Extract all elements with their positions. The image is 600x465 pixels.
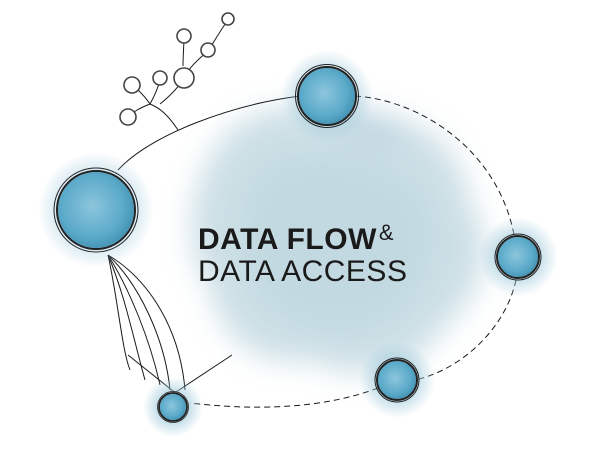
- fan-line-1: [107, 254, 186, 391]
- tree-circle-5: [200, 42, 216, 58]
- node-top: [295, 64, 359, 128]
- node-right: [494, 233, 542, 281]
- title-ampersand: &: [378, 220, 395, 245]
- title-line-1: DATA FLOW&: [198, 222, 438, 255]
- fan-line-2: [107, 254, 171, 391]
- tree-circle-7: [221, 12, 235, 26]
- node-left-large: [53, 167, 139, 253]
- tree-circle-4: [173, 67, 195, 89]
- watercolor-blob: [191, 105, 485, 373]
- dashed-link-bottom-to-small: [189, 387, 379, 408]
- fan-line-4: [107, 254, 146, 381]
- fan-line-5: [107, 254, 131, 371]
- solid-link-left-to-top: [117, 95, 301, 171]
- tree-circle-2: [123, 76, 141, 94]
- dashed-link-top-to-right: [354, 95, 516, 241]
- tree-circle-6: [176, 28, 192, 44]
- tree-nodes: [119, 12, 235, 126]
- tree-circle-3: [152, 70, 168, 86]
- diagram-title: DATA FLOW& DATA ACCESS: [198, 222, 438, 287]
- fan-line-3: [107, 254, 161, 386]
- title-line-2: DATA ACCESS: [198, 255, 408, 288]
- node-small-bottom-left: [157, 391, 189, 423]
- title-data-flow: DATA FLOW: [198, 223, 377, 256]
- node-bottom: [374, 357, 420, 403]
- tree-circle-1: [119, 108, 137, 126]
- tree-trunk: [149, 103, 179, 131]
